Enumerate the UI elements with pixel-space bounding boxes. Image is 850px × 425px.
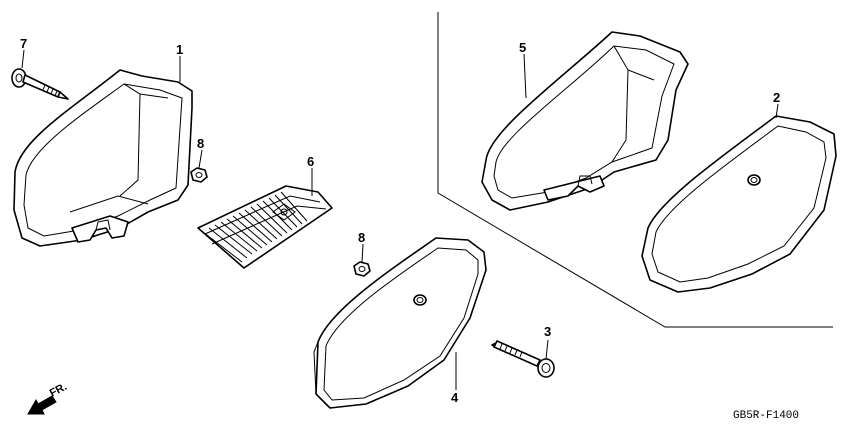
callout-numbers: 7 1 8 6 8 5 2 3 4	[20, 36, 780, 405]
callout-3: 3	[544, 324, 551, 339]
callout-5: 5	[519, 40, 526, 55]
side-cover-part-2	[641, 115, 837, 293]
front-direction-arrow-icon: FR.	[27, 381, 69, 415]
side-cover-case-part-1	[13, 69, 193, 247]
diagram-code: GB5R-F1400	[733, 410, 799, 422]
side-cover-part-4	[313, 237, 487, 409]
direction-label: FR.	[48, 381, 69, 400]
callout-7: 7	[20, 36, 27, 51]
callout-2: 2	[773, 90, 780, 105]
bolt-part-7	[11, 68, 69, 100]
leader-lines	[21, 49, 779, 390]
callout-6: 6	[307, 154, 314, 169]
callout-8a: 8	[197, 136, 204, 151]
callout-1: 1	[176, 42, 183, 57]
callout-4: 4	[451, 390, 459, 405]
variant-inset-frame	[437, 12, 833, 328]
bolt-part-3	[491, 340, 555, 378]
tool-bag-part-6	[197, 185, 333, 269]
side-cover-case-part-5	[481, 31, 689, 211]
nut-part-8-b	[353, 261, 371, 277]
callout-8b: 8	[358, 230, 365, 245]
nut-part-8-a	[190, 167, 208, 183]
